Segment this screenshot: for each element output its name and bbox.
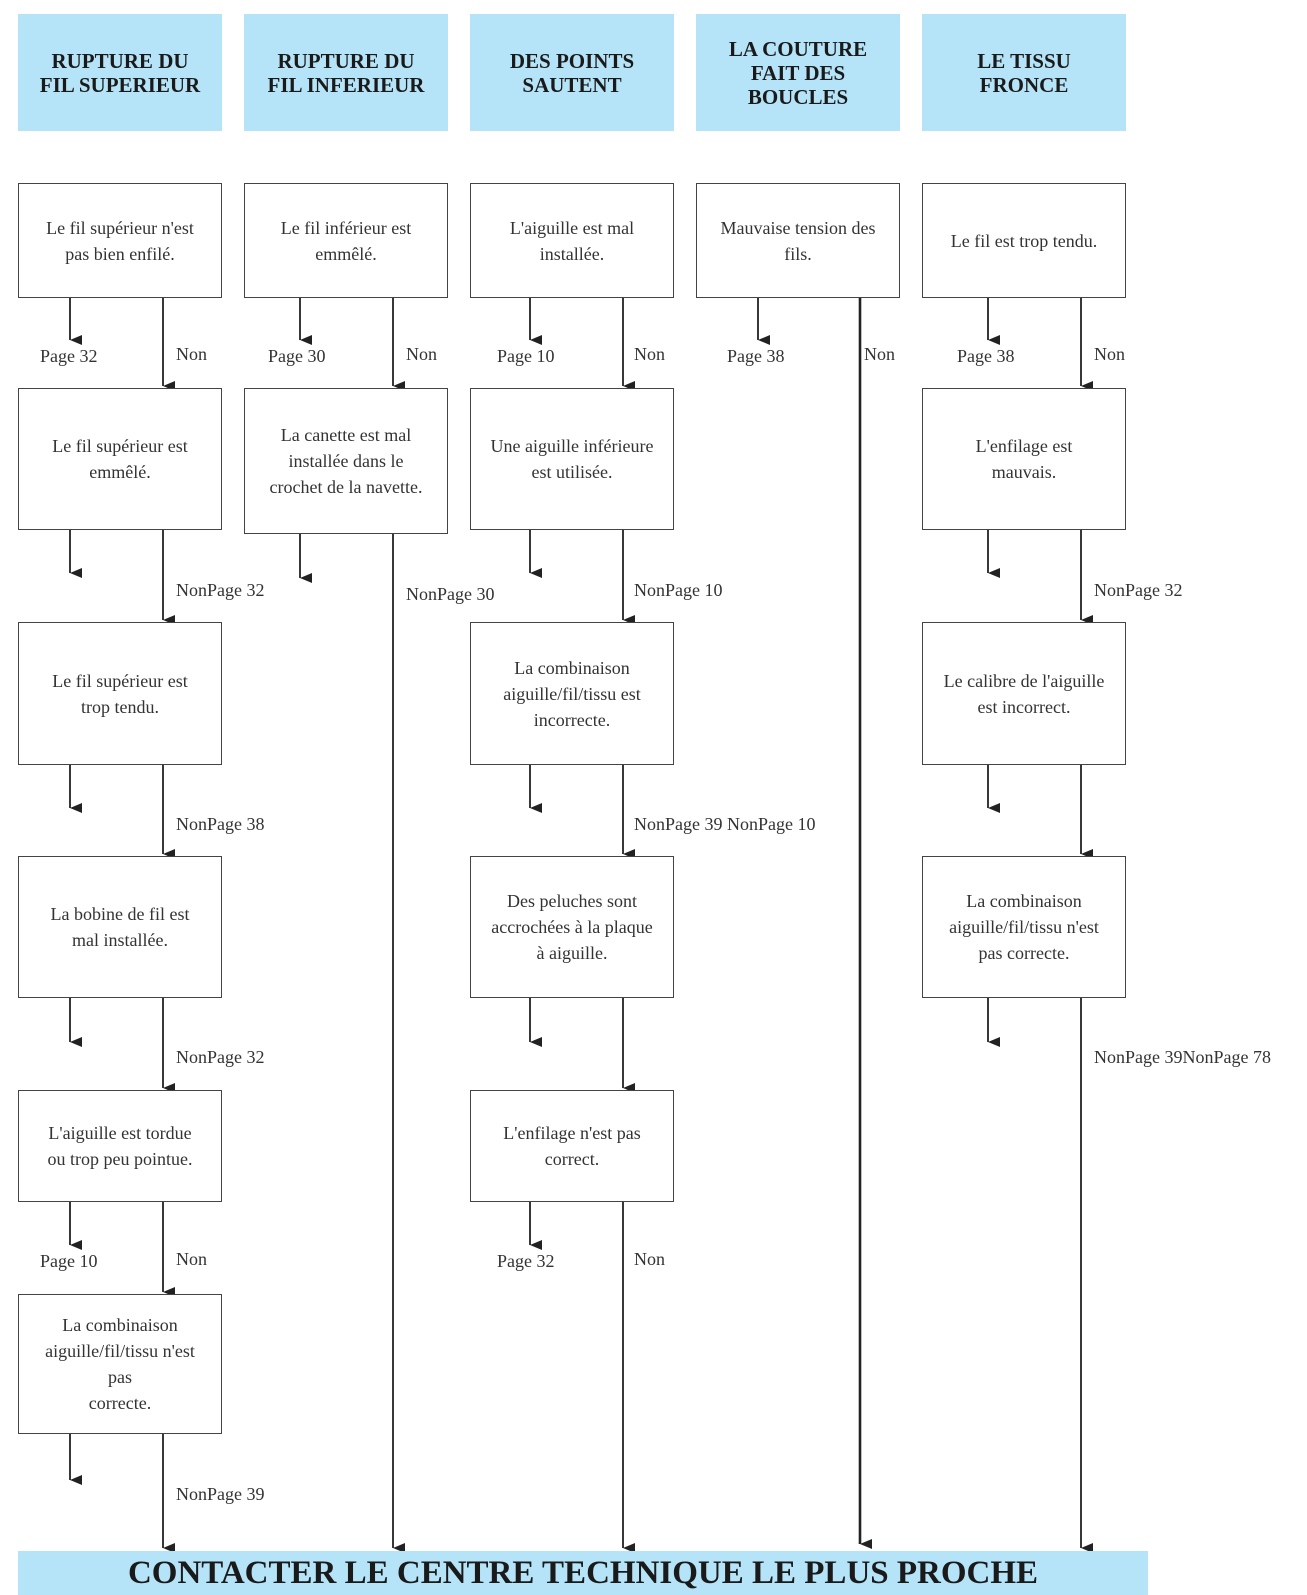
box-combinaison-c1: La combinaison aiguille/fil/tissu n'est … [18,1294,222,1434]
label-non: Non [176,1249,207,1269]
box-fil-trop-tendu: Le fil est trop tendu. [922,183,1126,298]
header-points-sautent: DES POINTS SAUTENT [470,14,674,131]
label-nonpage: NonPage 30 [406,584,495,604]
label-page: Page 10 [497,346,555,366]
box-combinaison-c3: La combinaison aiguille/fil/tissu est in… [470,622,674,765]
label-nonpage: NonPage 32 [176,580,265,600]
label-non: Non [634,344,665,364]
label-non: Non [176,344,207,364]
box-combinaison-c5: La combinaison aiguille/fil/tissu n'est … [922,856,1126,998]
box-aiguille-inferieure: Une aiguille inférieure est utilisée. [470,388,674,530]
box-bobine-mal-installee: La bobine de fil est mal installée. [18,856,222,998]
box-peluches: Des peluches sont accrochées à la plaque… [470,856,674,998]
box-enfilage-mauvais: L'enfilage est mauvais. [922,388,1126,530]
label-non: Non [634,1249,665,1269]
box-enfilage-incorrect: L'enfilage n'est pas correct. [470,1090,674,1202]
box-fil-superieur-enfile: Le fil supérieur n'est pas bien enfilé. [18,183,222,298]
box-fil-inferieur-emmele: Le fil inférieur est emmêlé. [244,183,448,298]
label-non: Non [406,344,437,364]
box-mauvaise-tension: Mauvaise tension des fils. [696,183,900,298]
label-nonpage: NonPage 39NonPage 78 [1094,1047,1271,1067]
box-aiguille-mal-installee: L'aiguille est mal installée. [470,183,674,298]
box-calibre-aiguille: Le calibre de l'aiguille est incorrect. [922,622,1126,765]
box-aiguille-tordue: L'aiguille est tordue ou trop peu pointu… [18,1090,222,1202]
header-tissu-fronce: LE TISSU FRONCE [922,14,1126,131]
label-page: Page 10 [40,1251,98,1271]
header-couture-boucles: LA COUTURE FAIT DES BOUCLES [696,14,900,131]
label-page: Page 38 [957,346,1015,366]
box-fil-superieur-tendu: Le fil supérieur est trop tendu. [18,622,222,765]
footer-contact-banner: CONTACTER LE CENTRE TECHNIQUE LE PLUS PR… [18,1551,1148,1595]
label-nonpage: NonPage 32 [176,1047,265,1067]
header-rupture-fil-superieur: RUPTURE DU FIL SUPERIEUR [18,14,222,131]
label-nonpage: NonPage 39 NonPage 10 [634,814,816,834]
box-canette-mal-installee: La canette est mal installée dans le cro… [244,388,448,534]
header-rupture-fil-inferieur: RUPTURE DU FIL INFERIEUR [244,14,448,131]
label-non: Non [864,344,895,364]
box-fil-superieur-emmele: Le fil supérieur est emmêlé. [18,388,222,530]
label-page: Page 38 [727,346,785,366]
label-nonpage: NonPage 10 [634,580,723,600]
label-nonpage: NonPage 32 [1094,580,1183,600]
label-page: Page 30 [268,346,326,366]
label-page: Page 32 [40,346,98,366]
label-nonpage: NonPage 39 [176,1484,265,1504]
label-page: Page 32 [497,1251,555,1271]
label-nonpage: NonPage 38 [176,814,265,834]
label-non: Non [1094,344,1125,364]
